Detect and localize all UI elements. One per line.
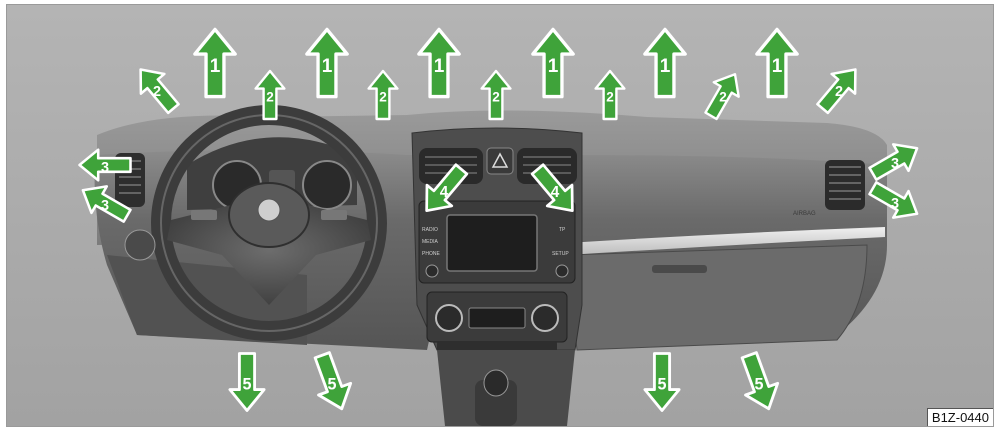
hazard-button xyxy=(487,148,513,174)
radio-screen xyxy=(447,215,537,271)
airflow-arrow-label: 5 xyxy=(328,376,337,394)
airflow-arrow-label: 2 xyxy=(492,89,500,104)
gear-knob xyxy=(484,370,508,396)
airflow-arrow-label: 1 xyxy=(322,56,333,77)
radio-label: RADIO xyxy=(422,227,438,233)
phone-label: PHONE xyxy=(422,251,440,257)
airflow-arrow-label: 2 xyxy=(266,89,274,104)
airflow-arrow-label: 4 xyxy=(551,184,560,201)
airflow-arrow-label: 3 xyxy=(101,160,109,176)
airflow-arrow-label: 2 xyxy=(379,89,387,104)
radio-knob-left xyxy=(426,265,438,277)
airflow-arrow-label: 5 xyxy=(755,376,764,394)
airbag-label: AIRBAG xyxy=(793,211,816,217)
figure-code: B1Z-0440 xyxy=(927,408,993,426)
glovebox-handle xyxy=(652,265,707,273)
climate-knob-left xyxy=(436,305,462,331)
tp-label: TP xyxy=(559,227,566,233)
airflow-arrow-label: 4 xyxy=(440,184,449,201)
airflow-arrow-label: 2 xyxy=(606,89,614,104)
brand-emblem xyxy=(258,199,280,221)
tachometer xyxy=(303,161,351,209)
radio-knob-right xyxy=(556,265,568,277)
airflow-arrow-label: 1 xyxy=(210,56,221,77)
dashboard-airflow-illustration: AIRBAG RADIO MEDIA PHONE TP SETUP xyxy=(7,5,993,426)
climate-knob-right xyxy=(532,305,558,331)
airflow-arrow-label: 1 xyxy=(660,56,671,77)
airflow-arrow-label: 1 xyxy=(548,56,559,77)
airflow-arrow-label: 2 xyxy=(835,84,843,100)
climate-display xyxy=(469,308,525,328)
airflow-arrow-label: 5 xyxy=(243,376,252,394)
airflow-arrow-label: 5 xyxy=(658,376,667,394)
airflow-arrow-label: 3 xyxy=(891,196,899,212)
airflow-arrow-label: 1 xyxy=(772,56,783,77)
airflow-arrow-label: 2 xyxy=(719,89,727,104)
airflow-arrow-label: 2 xyxy=(153,84,161,100)
airflow-arrow-label: 1 xyxy=(434,56,445,77)
setup-label: SETUP xyxy=(552,251,569,257)
figure-frame: AIRBAG RADIO MEDIA PHONE TP SETUP xyxy=(6,4,994,427)
glovebox xyxy=(567,245,867,350)
airflow-arrow-label: 3 xyxy=(891,156,899,172)
airflow-arrow-label: 3 xyxy=(101,198,109,214)
media-label: MEDIA xyxy=(422,239,439,245)
left-lower-vent-knob xyxy=(125,230,155,260)
